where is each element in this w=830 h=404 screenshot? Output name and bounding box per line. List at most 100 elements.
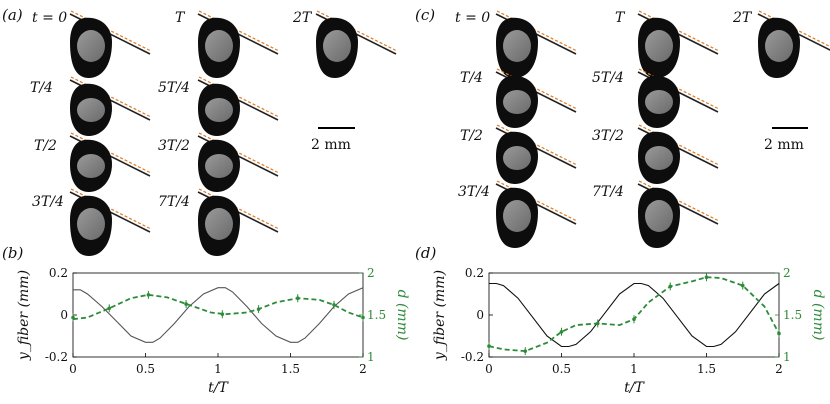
frame-label-c-0: t = 0 xyxy=(455,10,490,26)
chart-b-xtick-1: 0.5 xyxy=(136,362,155,376)
frame-a-5 xyxy=(69,132,152,192)
chart-b-y2tick-2: 2 xyxy=(367,266,375,280)
chart-d-xtick-0: 0 xyxy=(485,362,493,376)
panel-label-b: (b) xyxy=(2,244,23,262)
chart-d-xtick-3: 1.5 xyxy=(697,362,716,376)
frame-c-7-drop-core xyxy=(503,200,531,232)
chart-b-series-1 xyxy=(72,293,364,321)
frame-c-5-drop-core xyxy=(503,146,531,170)
chart-b-ylabel2: d (mm) xyxy=(394,290,410,341)
frame-a-7 xyxy=(69,188,152,256)
chart-d-point-4 xyxy=(632,317,636,322)
frame-c-0-drop-core xyxy=(503,30,531,62)
chart-d-point-8 xyxy=(777,331,781,336)
chart-b-y2tick-0: 1 xyxy=(367,350,375,364)
chart-d-y2tick-0: 1 xyxy=(783,350,791,364)
frame-a-5-drop-core xyxy=(77,154,105,178)
chart-b-xtick-2: 1 xyxy=(214,362,222,376)
chart-d-point-1 xyxy=(523,349,528,353)
chart-d-xtick-2: 1 xyxy=(630,362,638,376)
scale-bar-label-c: 2 mm xyxy=(764,137,804,153)
chart-d-ytick-0: -0.2 xyxy=(461,350,484,364)
frame-label-c-2: 2T xyxy=(732,10,753,26)
frame-a-8 xyxy=(197,188,280,256)
frame-label-c-6: 3T/2 xyxy=(592,128,624,144)
chart-d-ylabel: y_fiber (mm) xyxy=(432,270,448,361)
chart-d-series-1 xyxy=(488,276,780,353)
frame-label-a-3: T/4 xyxy=(30,80,53,96)
frame-c-8 xyxy=(637,180,720,248)
chart-b-xtick-3: 1.5 xyxy=(281,362,300,376)
frame-label-c-7: 3T/4 xyxy=(458,184,490,200)
frame-label-c-5: T/2 xyxy=(460,128,483,144)
frame-a-3-drop-core xyxy=(77,98,105,122)
frame-label-a-6: 3T/2 xyxy=(158,138,190,154)
frame-a-6-drop-core xyxy=(205,154,233,178)
frame-a-2-drop-core xyxy=(323,30,351,62)
frame-label-a-0: t = 0 xyxy=(32,10,67,26)
chart-b-frame xyxy=(72,272,364,358)
chart-b: 0 0.5 1 1.5 2 -0.2 0 0.2 1 1.5 2 t/T y_f… xyxy=(16,266,410,396)
chart-b-point-5 xyxy=(256,307,261,311)
frame-label-a-1: T xyxy=(175,10,186,26)
chart-d: 0 0.5 1 1.5 2 -0.2 0 0.2 1 1.5 2 t/T y_f… xyxy=(432,266,826,396)
chart-d-y2tick-2: 2 xyxy=(783,266,791,280)
chart-d-ylabel2: d (mm) xyxy=(810,290,826,341)
frame-c-0 xyxy=(495,10,578,78)
chart-b-point-0 xyxy=(71,315,75,320)
frame-c-6-drop-core xyxy=(645,146,673,170)
frame-a-7-drop-core xyxy=(77,208,105,240)
frame-label-c-1: T xyxy=(615,10,626,26)
chart-d-frame xyxy=(488,272,780,358)
chart-b-point-3 xyxy=(184,302,188,306)
frame-a-3 xyxy=(69,76,152,136)
chart-d-xtick-4: 2 xyxy=(775,362,783,376)
frame-c-3 xyxy=(495,68,578,128)
chart-b-xtick-4: 2 xyxy=(359,362,367,376)
chart-b-point-4 xyxy=(220,312,225,316)
frame-label-a-2: 2T xyxy=(292,10,313,26)
frame-a-0-drop-core xyxy=(77,30,105,62)
frame-a-2 xyxy=(315,10,398,78)
frame-label-c-3: T/4 xyxy=(460,70,483,86)
frames-a xyxy=(69,10,398,256)
frame-c-3-drop-core xyxy=(503,90,531,114)
frame-c-1 xyxy=(637,10,720,78)
chart-b-point-1 xyxy=(107,306,112,311)
frames-c xyxy=(495,10,830,248)
frame-c-5 xyxy=(495,124,578,184)
frame-a-1-drop-core xyxy=(205,30,233,62)
chart-d-xlabel: t/T xyxy=(624,380,645,396)
frame-c-6 xyxy=(637,124,720,184)
chart-d-series-0 xyxy=(489,282,780,348)
frame-label-a-8: 7T/4 xyxy=(158,194,190,210)
chart-b-y2tick-1: 1.5 xyxy=(367,308,386,322)
frame-a-4 xyxy=(197,76,280,136)
chart-d-marks xyxy=(487,272,781,358)
chart-b-xlabel: t/T xyxy=(208,380,229,396)
frame-a-4-drop-core xyxy=(205,98,233,122)
frame-a-8-drop-core xyxy=(205,208,233,240)
scale-bar-label-a: 2 mm xyxy=(311,137,351,153)
chart-b-point-7 xyxy=(332,303,336,307)
frame-c-7 xyxy=(495,180,578,248)
chart-d-point-7 xyxy=(740,283,745,288)
chart-d-xtick-1: 0.5 xyxy=(552,362,571,376)
frame-a-1 xyxy=(197,10,280,78)
chart-d-ytick-1: 0 xyxy=(476,308,484,322)
frame-label-c-8: 7T/4 xyxy=(592,184,624,200)
chart-b-series-0 xyxy=(73,287,364,343)
chart-b-ylabel: y_fiber (mm) xyxy=(16,270,32,361)
panel-label-d: (d) xyxy=(415,244,436,262)
chart-b-ytick-1: 0 xyxy=(60,308,68,322)
frame-a-6 xyxy=(197,132,280,192)
chart-d-point-3 xyxy=(595,321,600,326)
chart-d-point-0 xyxy=(487,344,491,348)
chart-b-marks xyxy=(71,272,365,358)
frame-c-2-drop-core xyxy=(765,30,793,62)
chart-d-ytick-2: 0.2 xyxy=(465,266,484,280)
frame-c-4-drop-core xyxy=(645,90,673,114)
chart-b-ytick-0: -0.2 xyxy=(45,350,68,364)
frame-label-a-4: 5T/4 xyxy=(158,80,190,96)
